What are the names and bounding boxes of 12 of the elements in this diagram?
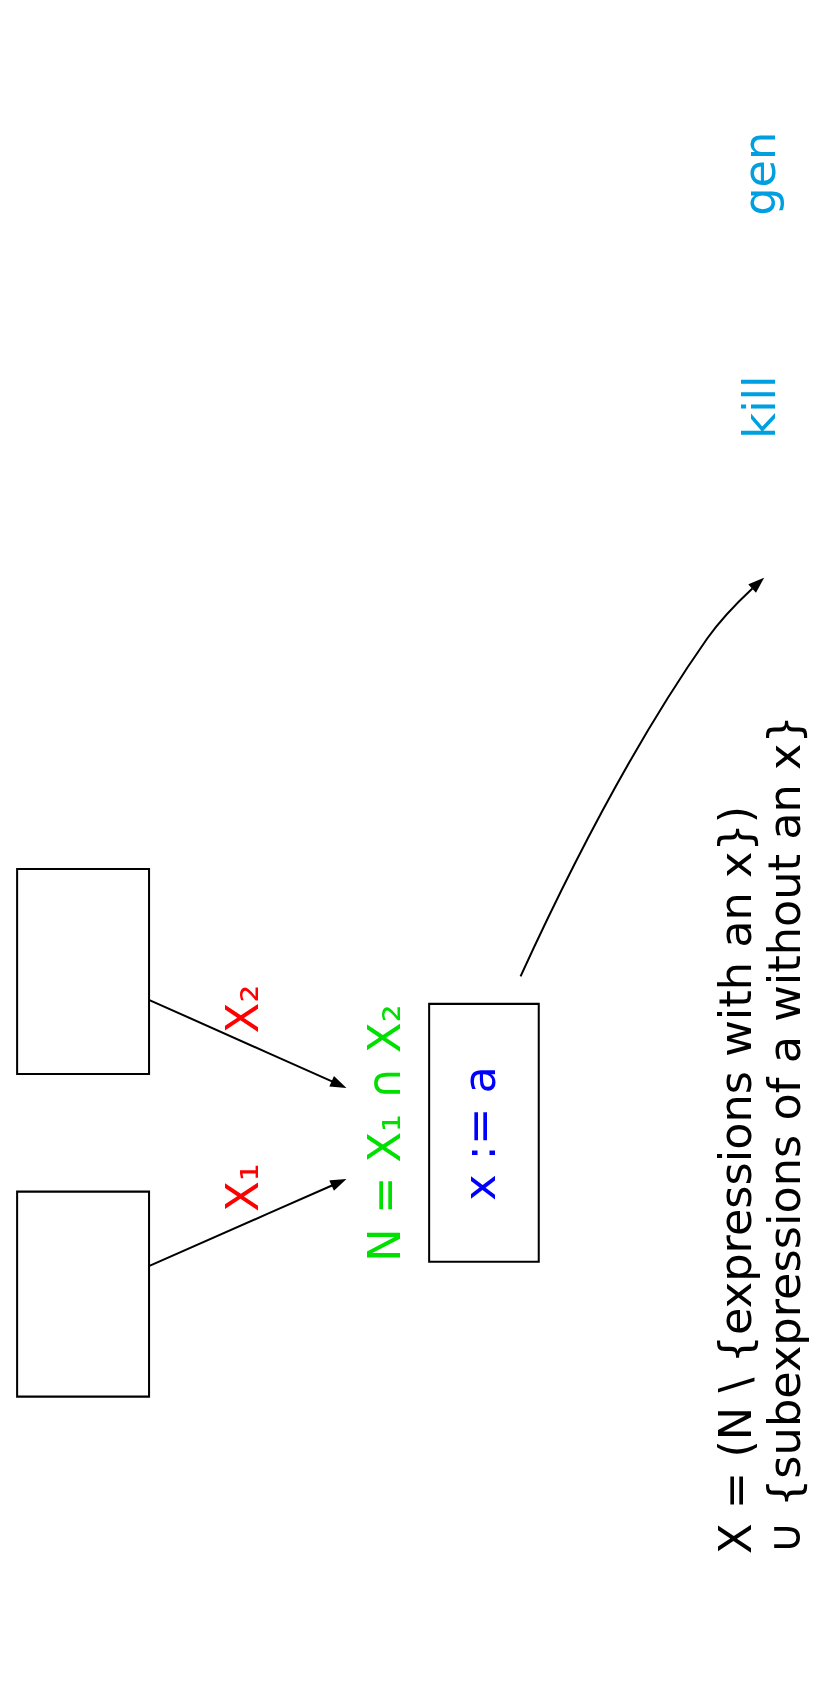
node-label: X = (N \ {expressions with an x})	[709, 805, 762, 1554]
label: gen	[733, 131, 786, 216]
node-label: N = X₁ ∩ X₂	[358, 1003, 411, 1262]
arrow	[148, 998, 346, 1088]
node-box	[15, 1190, 150, 1398]
edge-label: X₁	[216, 1162, 269, 1212]
edge-label: X₂	[216, 984, 269, 1033]
arrow	[148, 1178, 346, 1267]
node-box	[15, 867, 150, 1075]
label: kill	[733, 375, 786, 439]
arrow	[519, 577, 764, 977]
node-box: x := a	[427, 1002, 540, 1263]
